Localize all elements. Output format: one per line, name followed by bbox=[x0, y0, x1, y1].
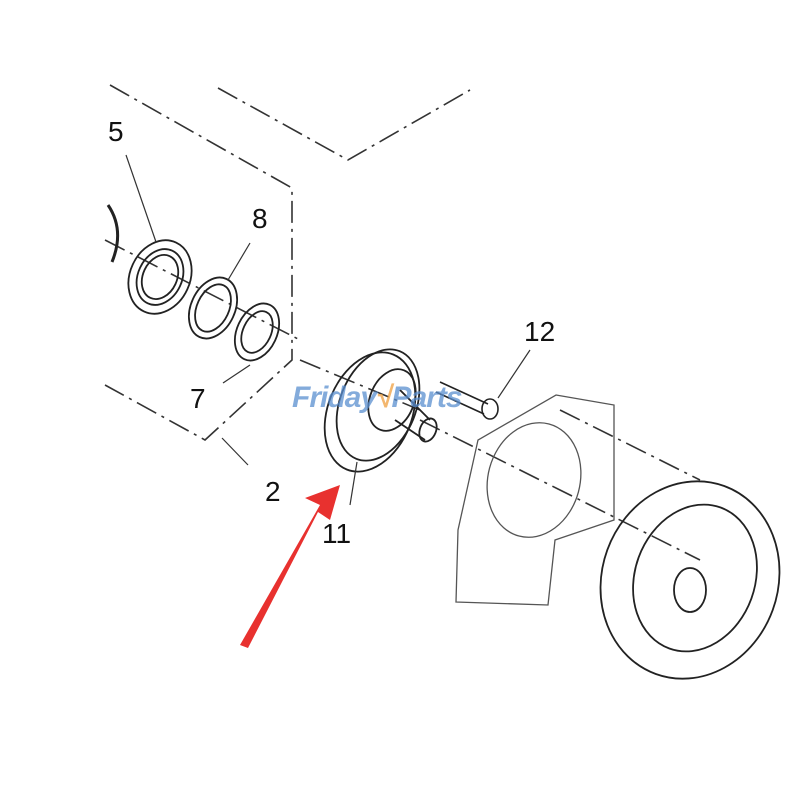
callout-5: 5 bbox=[108, 116, 124, 147]
callout-12: 12 bbox=[524, 316, 556, 347]
phantom-housing-lines bbox=[104, 84, 701, 561]
callout-8: 8 bbox=[252, 203, 268, 234]
callout-7: 7 bbox=[190, 383, 206, 414]
flywheel-disk bbox=[599, 480, 781, 680]
gasket-plate bbox=[455, 394, 615, 606]
hub-11 bbox=[323, 348, 438, 473]
ring-8 bbox=[188, 276, 238, 340]
bolt-12 bbox=[435, 381, 499, 420]
watermark-end: Parts bbox=[391, 381, 463, 414]
watermark-check-icon: √ bbox=[376, 381, 393, 414]
callout-11: 11 bbox=[322, 518, 352, 549]
callout-2: 2 bbox=[265, 476, 281, 507]
partial-ring bbox=[106, 204, 120, 263]
seal-ring-5 bbox=[127, 239, 193, 315]
watermark-main: Friday bbox=[292, 381, 377, 414]
leader-lines bbox=[125, 154, 531, 506]
watermark: Friday√Parts bbox=[292, 381, 463, 415]
red-arrow bbox=[240, 485, 340, 648]
seal-7 bbox=[233, 302, 281, 362]
